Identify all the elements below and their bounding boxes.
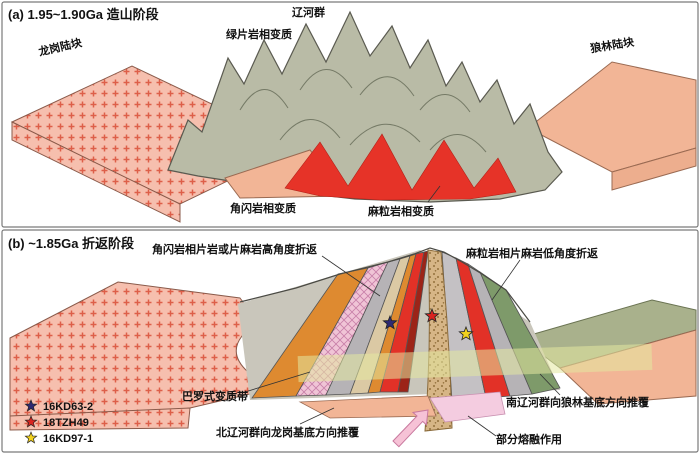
label-partial-melting: 部分熔融作用 [496, 432, 562, 446]
label-amphibolite: 角闪岩相变质 [230, 201, 296, 215]
north-thrust-pointer [299, 407, 335, 425]
label-north-thrust: 北辽河群向龙岗基底方向推覆 [216, 425, 360, 439]
legend-label-16KD63-2: 16KD63-2 [43, 401, 93, 413]
granite-dike [424, 249, 453, 432]
label-high-angle: 角闪岩相片岩或片麻岩高角度折返 [152, 242, 317, 256]
panel-a: (a) 1.95~1.90Ga 造山阶段 龙岗陆块 辽河群 绿片岩相变质 狼林陆… [1, 1, 699, 228]
granulite-red-zone [284, 133, 517, 201]
base-salmon-sliver [298, 395, 437, 419]
langlin-block-top [527, 61, 697, 173]
high-angle-pointer [321, 255, 381, 297]
panel-a-title: (a) 1.95~1.90Ga 造山阶段 [8, 7, 159, 22]
south-thrust-pointer [539, 373, 561, 396]
partial-melt-zone [429, 391, 506, 423]
label-south-thrust: 南辽河群向狼林基底方向推覆 [506, 395, 650, 409]
label-greenschist: 绿片岩相变质 [226, 27, 292, 41]
longgang-block-front [11, 121, 181, 223]
barrovian-pointer [244, 371, 311, 393]
fold-lines [239, 69, 487, 153]
label-low-angle: 麻粒岩相片麻岩低角度折返 [465, 246, 598, 260]
low-angle-pointer [491, 259, 521, 301]
legend-label-18TZH49: 18TZH49 [43, 417, 89, 429]
stack-silhouette [239, 247, 531, 323]
langlin-block-front [611, 147, 697, 191]
melting-pointer [467, 415, 497, 437]
highlight-band [297, 343, 653, 383]
granulite-pointer-line [427, 185, 441, 203]
liaohe-mountains [167, 10, 563, 203]
legend: 16KD63-2 18TZH49 16KD97-1 [24, 399, 93, 445]
exhumation-arrow [392, 409, 429, 448]
panel-b-title: (b) ~1.85Ga 折返阶段 [8, 236, 134, 251]
label-granulite: 麻粒岩相变质 [367, 204, 434, 218]
legend-label-16KD97-1: 16KD97-1 [43, 433, 93, 445]
panel-b: (b) ~1.85Ga 折返阶段 角闪岩相片岩或片麻岩高角度折返 麻粒岩相片麻岩… [1, 229, 699, 453]
label-barrovian: 巴罗式变质带 [182, 389, 248, 403]
longgang-basement-b-front [9, 407, 191, 431]
label-liaohe-group: 辽河群 [292, 5, 325, 19]
